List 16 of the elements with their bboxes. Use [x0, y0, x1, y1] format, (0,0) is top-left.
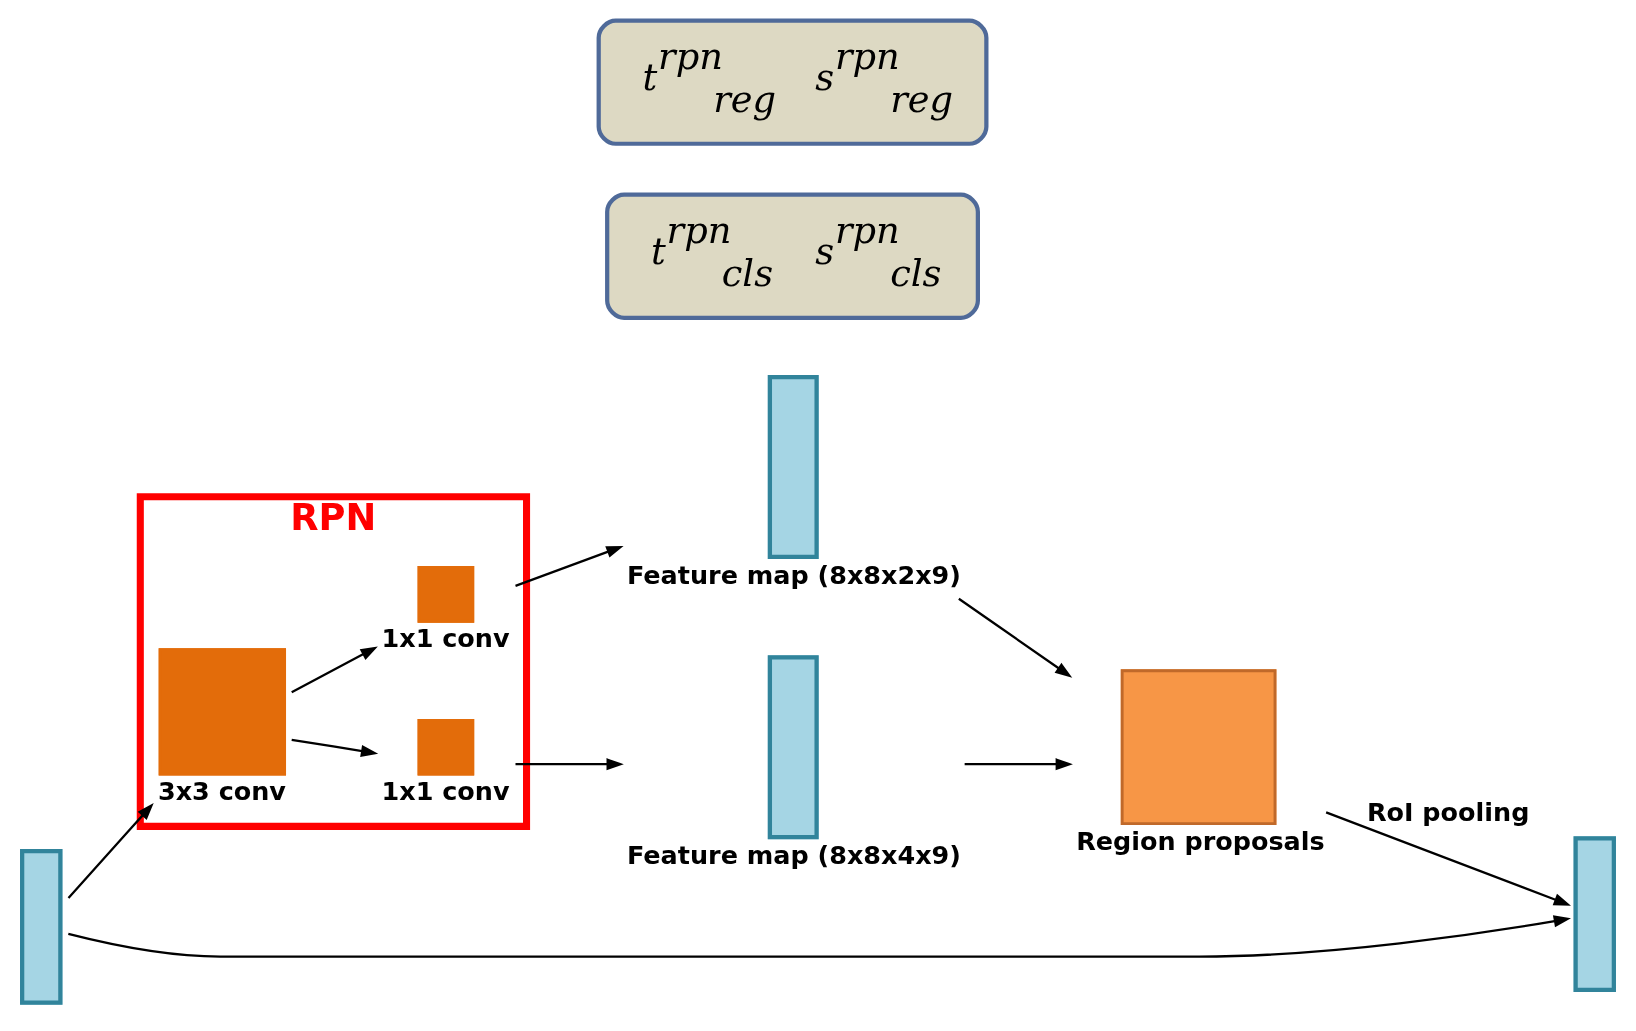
arrow — [515, 758, 624, 771]
node-label: Feature map (8x8x2x9) — [627, 559, 961, 590]
node-label: 3x3 conv — [157, 776, 286, 807]
arrow — [67, 803, 154, 899]
node-label: 1x1 conv — [381, 623, 510, 654]
node-label: Feature map (8x8x4x9) — [627, 839, 961, 870]
arrow — [515, 545, 624, 587]
arrow — [1325, 811, 1571, 906]
arrow — [964, 758, 1073, 771]
node-label: 1x1 conv — [381, 776, 510, 807]
arrow — [291, 646, 378, 694]
arrow — [68, 915, 1571, 958]
node-label: Region proposals — [1076, 825, 1325, 856]
arrow — [958, 597, 1073, 678]
edge-label: RoI pooling — [1366, 797, 1530, 828]
arrow — [291, 738, 379, 757]
